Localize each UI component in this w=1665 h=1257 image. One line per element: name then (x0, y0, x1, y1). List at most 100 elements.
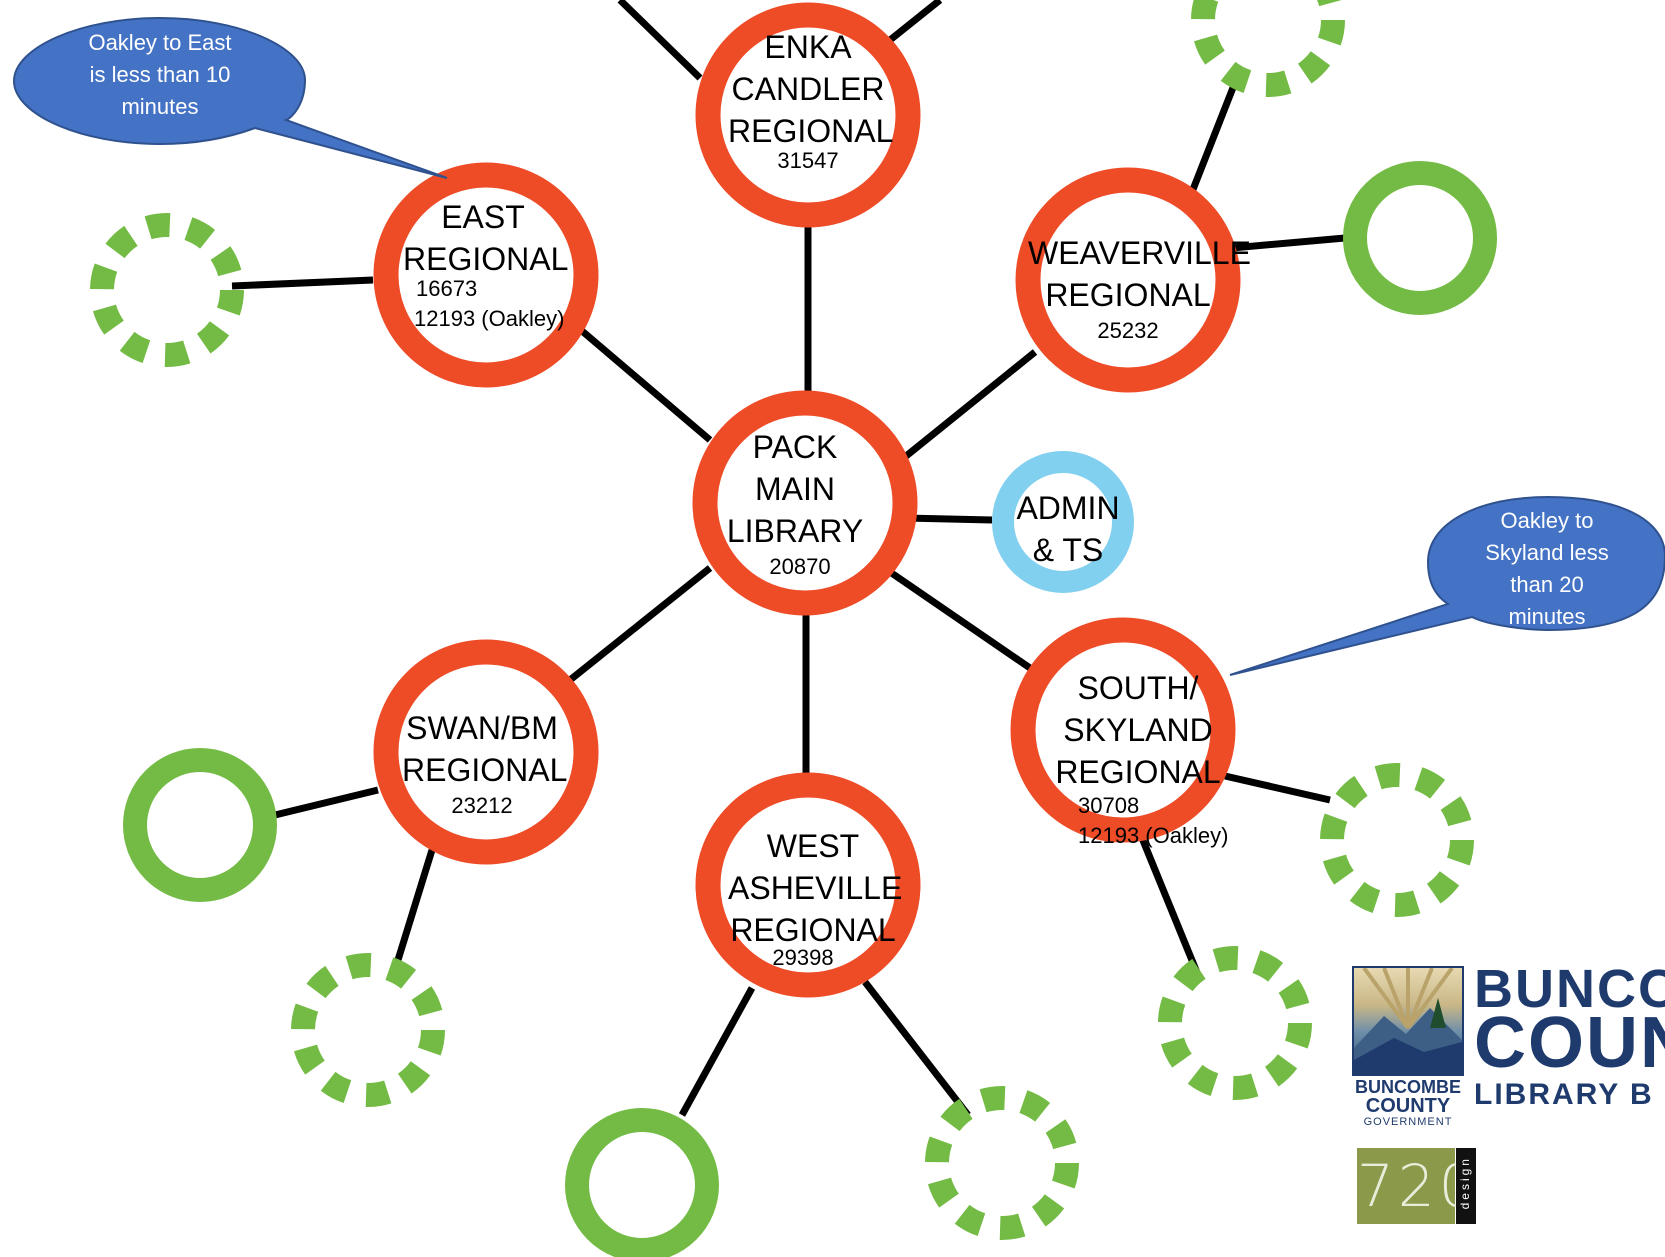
bcg-line-2: COUNTY (1365, 1095, 1451, 1117)
branch-planned-west (925, 1086, 1079, 1240)
branch-solid-west (565, 1108, 719, 1257)
swan-line-2: REGIONAL (402, 752, 568, 788)
east-count: 16673 (416, 276, 478, 301)
bcl-line-2: COUN (1474, 1003, 1665, 1083)
west-line-3: REGIONAL (730, 912, 896, 948)
south-count: 30708 (1078, 793, 1140, 818)
ring-west-asheville-regional (695, 772, 921, 998)
bcl-line-1: BUNCO (1474, 966, 1665, 1019)
ring-weaverville-regional (1015, 167, 1241, 393)
callout-east-line-3: minutes (121, 94, 199, 119)
connector-west-branch-left (678, 986, 756, 1117)
callout-south-line-2: Skyland less (1485, 540, 1609, 565)
callout-east-bubble (12, 16, 448, 179)
720-design-logo: 720 design (1357, 1148, 1477, 1224)
east-line-1: EAST (441, 199, 525, 235)
callout-south-bubble (1229, 495, 1665, 676)
ring-admin-ts (992, 451, 1134, 593)
label-enka: ENKA CANDLER REGIONAL 31547 (728, 26, 894, 176)
label-west: WEST ASHEVILLE REGIONAL 29398 (728, 825, 903, 973)
south-line-2: SKYLAND (1063, 712, 1213, 748)
label-south: SOUTH/ SKYLAND REGIONAL (1053, 667, 1223, 793)
callout-south-line-4: minutes (1508, 604, 1586, 629)
seal-year: 1792 (1414, 1050, 1450, 1070)
pack-line-2: MAIN (755, 471, 835, 507)
south-line-1: SOUTH/ (1077, 670, 1199, 706)
connector-south-branch-bottom (1138, 836, 1202, 977)
720-logo-box (1357, 1148, 1455, 1224)
connector-pack-weaverville (892, 349, 1038, 468)
callout-east-line-2: is less than 10 (89, 62, 231, 87)
label-weaverville: WEAVERVILLE REGIONAL 25232 (1028, 232, 1251, 346)
connector-swan-branch-bottom (394, 848, 436, 962)
label-swan: SWAN/BM REGIONAL 23212 (402, 707, 568, 821)
admin-line-1: ADMIN (1016, 490, 1120, 526)
ring-enka-regional (695, 2, 921, 228)
branch-planned-south-bottom (1158, 946, 1312, 1100)
swan-count: 23212 (451, 793, 513, 818)
ring-swan-regional (373, 639, 599, 865)
callout-east-line-1: Oakley to East (88, 30, 232, 55)
branch-planned-south-right (1320, 763, 1474, 917)
mountain-seal-icon: 1792 (1352, 966, 1464, 1076)
south-count-oakley: 12193 (Oakley) (1078, 823, 1229, 848)
connector-west-branch-right (862, 979, 971, 1118)
bcl-line-3: LIBRARY B (1474, 1078, 1654, 1111)
enka-line-3: REGIONAL (728, 113, 894, 149)
connector-lines (231, 0, 1346, 1118)
connector-south-branch-right (1224, 772, 1331, 804)
seal-landscape (1354, 968, 1462, 1074)
connector-east-branch (231, 276, 374, 290)
swan-line-1: SWAN/BM (406, 710, 558, 746)
enka-line-1: ENKA (764, 29, 852, 65)
buncombe-county-government-logo: 1792 BUNCOMBE COUNTY GOVERNMENT (1352, 966, 1464, 1128)
callout-south-line-1: Oakley to (1500, 508, 1594, 533)
pack-count: 20870 (769, 554, 831, 579)
weaverville-line-2: REGIONAL (1045, 277, 1211, 313)
label-south-counts: 30708 12193 (Oakley) (1078, 791, 1228, 851)
connector-enka-offscreen-left (617, 0, 703, 81)
branch-solid-swan (123, 748, 277, 902)
branch-planned-top-right (1191, 0, 1345, 97)
connector-pack-admin (904, 514, 993, 524)
720-logo-number: 720 (1357, 1152, 1480, 1220)
weaverville-line-1: WEAVERVILLE (1028, 235, 1251, 271)
admin-line-2: & TS (1032, 532, 1104, 568)
east-count-oakley: 12193 (Oakley) (414, 306, 565, 331)
branch-solid-weaverville (1343, 161, 1497, 315)
label-pack: PACK MAIN LIBRARY 20870 (715, 426, 875, 582)
callout-south-line-3: than 20 (1510, 572, 1584, 597)
east-line-2: REGIONAL (403, 241, 569, 277)
720-logo-word: design (1458, 1156, 1472, 1210)
west-line-1: WEST (766, 828, 860, 864)
connector-pack-swan (567, 565, 713, 683)
south-line-3: REGIONAL (1055, 754, 1221, 790)
720-logo-strip (1456, 1148, 1476, 1224)
connector-swan-branch-left (274, 786, 379, 819)
ring-east-regional (373, 162, 599, 388)
buncombe-county-library-logo: BUNCO COUN LIBRARY B (1474, 966, 1665, 1116)
pack-line-1: PACK (752, 429, 838, 465)
weaverville-count: 25232 (1097, 318, 1159, 343)
label-admin: ADMIN & TS (1008, 487, 1128, 571)
connector-pack-east (572, 322, 713, 443)
bcg-line-3: GOVERNMENT (1363, 1116, 1453, 1128)
callout-east-text: Oakley to East is less than 10 minutes (60, 27, 260, 123)
bcg-line-1: BUNCOMBE (1355, 1077, 1461, 1097)
ring-pack-main (692, 390, 918, 616)
connector-weaverville-branch-top (1188, 78, 1240, 194)
west-line-2: ASHEVILLE (728, 870, 903, 906)
callout-south-text: Oakley to Skyland less than 20 minutes (1472, 505, 1622, 633)
connector-enka-offscreen-right (887, 0, 943, 43)
west-count: 29398 (772, 945, 834, 970)
branch-planned-swan (291, 953, 445, 1107)
ring-south-skyland-regional (1010, 617, 1236, 843)
enka-count: 31547 (777, 148, 839, 173)
connector-weaverville-branch-right (1231, 234, 1346, 252)
label-east: EAST REGIONAL (403, 196, 569, 280)
pack-line-3: LIBRARY (726, 513, 864, 549)
enka-line-2: CANDLER (731, 71, 885, 107)
label-east-counts: 16673 12193 (Oakley) (414, 274, 565, 334)
connector-pack-south (888, 569, 1032, 671)
